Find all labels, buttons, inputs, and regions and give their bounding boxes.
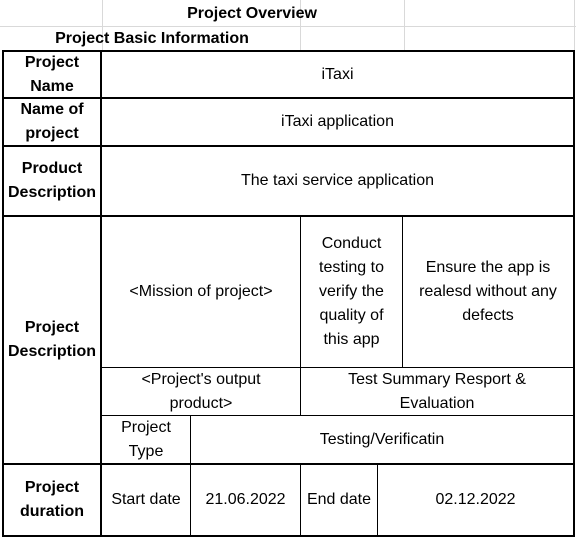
start-date-value: 21.06.2022	[205, 491, 286, 508]
table-border	[2, 97, 575, 99]
name-of-project-label: Name of project	[20, 101, 84, 142]
name-of-project-value: iTaxi application	[281, 113, 394, 130]
product-description-label: Product Description	[8, 160, 97, 201]
project-name-value: iTaxi	[321, 65, 354, 83]
table-border	[100, 50, 102, 537]
sheet-title: Project Overview	[187, 5, 317, 22]
project-name-label: Project Name	[24, 53, 80, 95]
table-border	[102, 415, 575, 416]
table-border	[300, 215, 301, 367]
table-border	[2, 215, 575, 217]
table-border	[300, 463, 301, 535]
table-border	[402, 215, 403, 367]
end-date-value: 02.12.2022	[435, 491, 516, 508]
end-date-label: End date	[306, 491, 372, 508]
output-label: <Project's output product>	[141, 370, 261, 412]
table-border	[300, 367, 301, 415]
table-border	[102, 367, 575, 368]
table-border	[2, 463, 575, 465]
table-border	[190, 415, 191, 463]
gridline	[102, 0, 103, 50]
gridline	[0, 26, 576, 27]
table-border	[2, 50, 4, 537]
table-border	[190, 463, 191, 535]
output-value: Test Summary Resport & Evaluation	[348, 370, 526, 412]
table-border	[2, 535, 575, 537]
project-type-label: Project Type	[121, 418, 171, 460]
table-border	[573, 50, 575, 537]
start-date-label: Start date	[111, 491, 181, 508]
product-description-value: The taxi service application	[241, 172, 434, 189]
project-duration-label: Project duration	[20, 479, 84, 520]
mission-label: <Mission of project>	[129, 283, 273, 300]
table-border	[2, 50, 575, 52]
section-title: Project Basic Information	[55, 30, 249, 47]
mission-item-2: Ensure the app is realesd without any de…	[419, 259, 557, 324]
gridline	[404, 0, 405, 50]
table-border	[377, 463, 378, 535]
project-type-value: Testing/Verificatin	[319, 430, 445, 448]
project-description-label: Project Description	[7, 319, 96, 360]
gridline	[300, 0, 301, 50]
gridline	[574, 0, 575, 50]
table-border	[2, 145, 575, 147]
mission-item-1: Conduct testing to verify the quality of…	[319, 235, 384, 348]
